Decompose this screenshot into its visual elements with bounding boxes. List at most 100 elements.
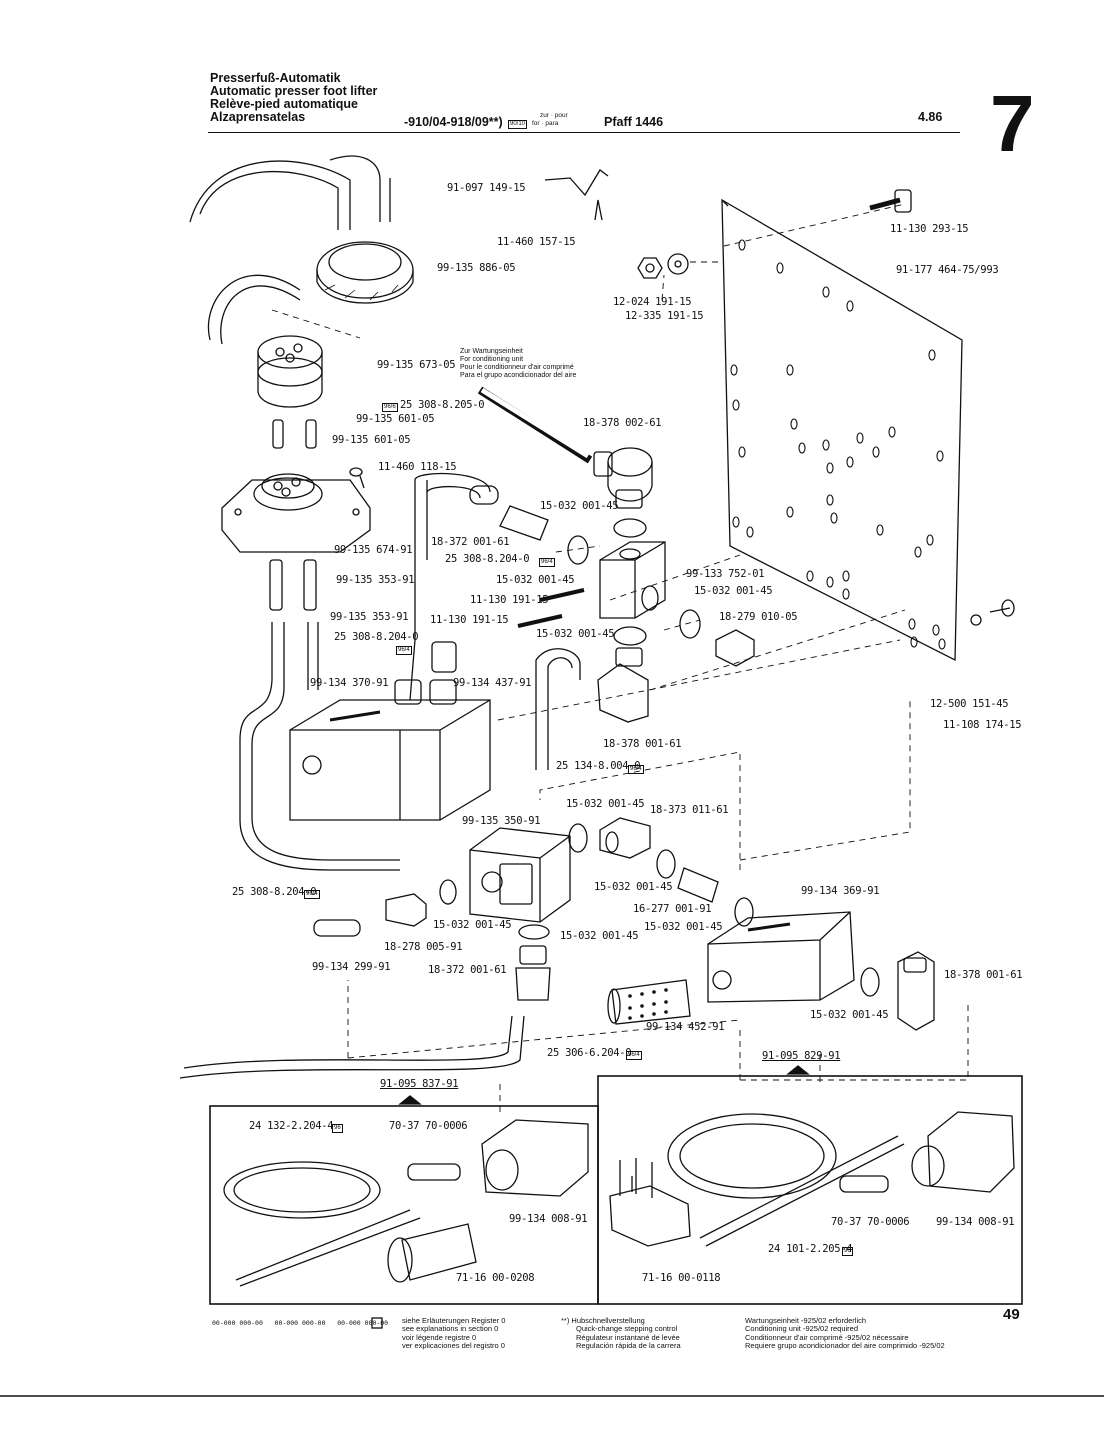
part-label: 99-135 886-05	[437, 262, 516, 274]
section-number: 7	[990, 79, 1035, 168]
issue-date: 4.86	[918, 110, 943, 124]
footer-line: Conditioning unit -925/02 required	[745, 1324, 858, 1334]
page-number: 49	[1003, 1306, 1020, 1323]
assembly-frames	[209, 1075, 1023, 1305]
part-label: 12-500 151-45	[930, 698, 1009, 710]
part-label: 11-460 118-15	[378, 461, 457, 473]
part-label: 99-134 369-91	[801, 885, 880, 897]
part-label: 15-032 001-45	[644, 921, 723, 933]
bracket-clip	[544, 169, 609, 197]
title-spanish: Alzaprensatelas	[210, 110, 306, 124]
elbow-fitting-top	[477, 386, 653, 509]
part-label: 15-032 001-45	[536, 628, 615, 640]
footer-line: voir légende registre 0	[402, 1332, 477, 1342]
badge: 96	[842, 1247, 853, 1257]
part-label: 25 306-6.204-0	[547, 1047, 632, 1059]
connector-plug-upper	[257, 335, 323, 408]
footer-line: Quick-change stepping control	[576, 1324, 678, 1334]
elbow-fitting-lower	[897, 951, 935, 1031]
flange-socket	[221, 473, 371, 553]
footer-line: Requiere grupo acondicionador del aire c…	[745, 1341, 945, 1351]
part-label: 91-095 837-91	[380, 1078, 459, 1090]
tube-hoses-top	[189, 155, 391, 345]
badge: 96/4	[396, 646, 412, 656]
footer-line: Conditionneur d'air comprimé -925/02 néc…	[745, 1332, 909, 1342]
part-label: 25 308-8.204-0	[334, 631, 419, 643]
part-label: 15-032 001-45	[496, 574, 575, 586]
part-label: 99-135 674-91	[334, 544, 413, 556]
part-label: 71-16 00-0208	[456, 1272, 535, 1284]
part-label: 18-373 011-61	[650, 804, 729, 816]
part-label: 99-133 752-01	[686, 568, 765, 580]
badge: 96/6	[382, 403, 398, 413]
muffler-99-134-452	[607, 979, 691, 1025]
footer-line: Régulateur instantané de levée	[576, 1332, 680, 1342]
part-label: 18-372 001-61	[431, 536, 510, 548]
badge-row: 96/4	[396, 642, 412, 660]
part-label: 99-134 008-91	[936, 1216, 1015, 1228]
nipple-16-277	[677, 867, 719, 903]
badge: 96/4	[539, 558, 555, 568]
model-badge: 90/10	[508, 116, 528, 134]
footer-maintenance: Wartungseinheit -925/02 erforderlich Con…	[745, 1316, 945, 1351]
assembly-arrows	[398, 1065, 810, 1105]
page-title: Presserfuß-Automatik Automatic presser f…	[210, 72, 377, 124]
badge: 96/4	[626, 1051, 642, 1061]
footer-see-explanations: siehe Erläuterungen Register 0 see expla…	[402, 1316, 505, 1351]
part-label: 15-032 001-45	[810, 1009, 889, 1021]
part-label: 25 308-8.204-0	[232, 886, 317, 898]
solenoid-valve-second	[707, 911, 855, 1003]
air-unit-note: Zur Wartungseinheit For conditioning uni…	[460, 348, 576, 380]
badge-row: 96/4	[539, 554, 555, 572]
note-line: Para el grupo acondicionador del aire	[460, 372, 577, 379]
fitting-18-373	[599, 817, 651, 859]
part-label: 99-134 008-91	[509, 1213, 588, 1225]
hoses-left	[239, 472, 491, 871]
part-label: 18-278 005-91	[384, 941, 463, 953]
part-label: 18-378 001-61	[944, 969, 1023, 981]
silencer-99-134-299	[313, 893, 427, 937]
note-line: Pour le conditionneur d'air comprimé	[460, 364, 574, 371]
part-label: 99-134 452-91	[646, 1021, 725, 1033]
badge: 96/4	[628, 765, 644, 775]
part-label: 25 308-8.205-0	[400, 399, 485, 411]
part-label: 16-277 001-91	[633, 903, 712, 915]
footer-rules	[0, 1317, 1104, 1397]
part-label: 25 134-8.004-0	[556, 760, 641, 772]
distribution-block	[599, 541, 666, 619]
cable-coil-right	[609, 1111, 1015, 1247]
part-label: 71-16 00-0118	[642, 1272, 721, 1284]
part-label: 24 101-2.205-4	[768, 1243, 853, 1255]
adapter-fitting	[469, 485, 549, 541]
part-label: 91-095 829-91	[762, 1050, 841, 1062]
part-label: 99-134 299-91	[312, 961, 391, 973]
footer-line: ver explicaciones del registro 0	[402, 1341, 505, 1351]
footer-quick-change: **) Hubschnellverstellung Quick-change s…	[561, 1316, 681, 1351]
footer-line: **) Hubschnellverstellung	[561, 1316, 645, 1325]
part-label: 12-335 191-15	[625, 310, 704, 322]
badge-row: 96/6	[382, 399, 398, 417]
part-label: 15-032 001-45	[560, 930, 639, 942]
part-label: 99-134 370-91	[310, 677, 389, 689]
badge-row: 96/4	[628, 761, 644, 779]
part-label: 91-177 464-75/993	[896, 264, 999, 276]
part-label: 18-378 001-61	[603, 738, 682, 750]
part-label: 15-032 001-45	[694, 585, 773, 597]
mounting-plate	[721, 198, 963, 662]
note-line: Zur Wartungseinheit	[460, 348, 523, 355]
part-label: 15-032 001-45	[566, 798, 645, 810]
nut	[637, 257, 663, 279]
badge-row: 96/4	[304, 886, 320, 904]
part-label: 11-130 293-15	[890, 223, 969, 235]
part-label: 99-135 353-91	[330, 611, 409, 623]
part-label: 18-378 002-61	[583, 417, 662, 429]
hose-couplings	[269, 559, 317, 611]
badge: 90/10	[508, 120, 528, 130]
knurled-ring	[316, 241, 414, 304]
badge-row: 96/4	[626, 1047, 642, 1065]
filter-housing	[469, 827, 571, 923]
part-label: 15-032 001-45	[594, 881, 673, 893]
dashed-leaders	[271, 203, 969, 1112]
part-label: 99-135 673-05	[377, 359, 456, 371]
part-label: 18-372 001-61	[428, 964, 507, 976]
